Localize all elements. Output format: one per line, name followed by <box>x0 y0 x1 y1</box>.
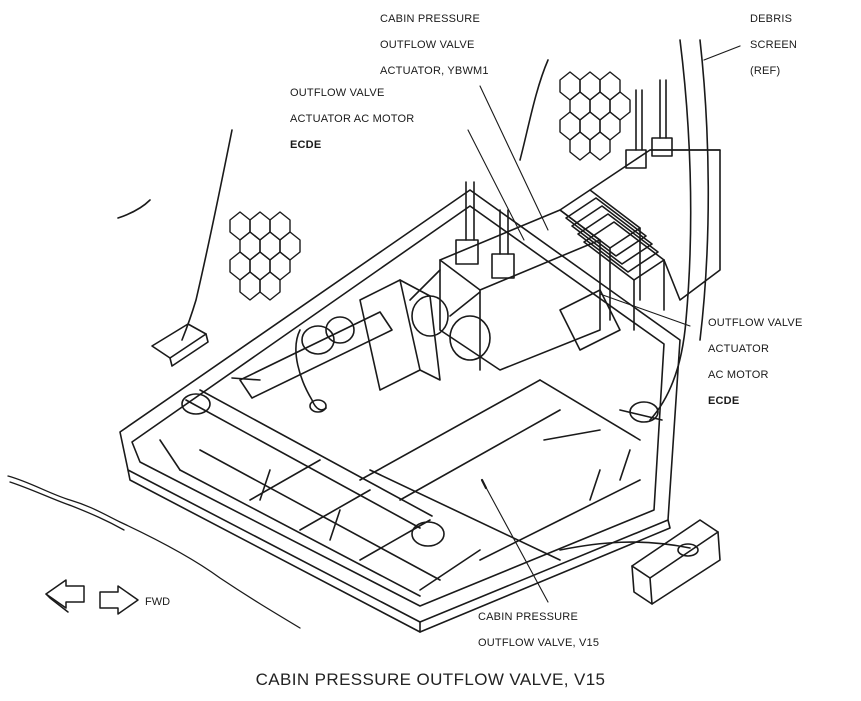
label-ac-motor-right: OUTFLOW VALVE ACTUATOR AC MOTOR ECDE <box>708 310 802 414</box>
label-actuator-ybwm1: CABIN PRESSURE OUTFLOW VALVE ACTUATOR, Y… <box>380 6 489 84</box>
right-bracket <box>559 519 721 605</box>
ac-motor-fins <box>559 189 665 331</box>
structure-wavy-line <box>7 475 301 629</box>
label-line: AC MOTOR <box>708 369 769 381</box>
label-line: SCREEN <box>750 39 798 51</box>
label-line: DEBRIS <box>750 13 793 25</box>
label-line: OUTFLOW VALVE <box>708 317 803 329</box>
label-line: ECDE <box>708 395 740 407</box>
leader-lines <box>467 85 691 603</box>
valve-base-plate <box>119 189 681 633</box>
figure-caption: CABIN PRESSURE OUTFLOW VALVE, V15 <box>255 670 606 689</box>
motor-block <box>589 79 721 301</box>
label-debris-screen: DEBRIS SCREEN (REF) <box>750 6 797 84</box>
label-line: OUTFLOW VALVE <box>380 39 475 51</box>
fwd-label: FWD <box>145 596 171 608</box>
label-line: OUTFLOW VALVE, V15 <box>478 637 600 649</box>
label-ac-motor-top: OUTFLOW VALVE ACTUATOR AC MOTOR ECDE <box>290 80 414 158</box>
label-line: ECDE <box>290 139 322 151</box>
label-line: ACTUATOR, YBWM1 <box>380 65 489 77</box>
label-line: (REF) <box>750 65 781 77</box>
fuselage-structure <box>117 39 741 421</box>
label-line: CABIN PRESSURE <box>478 611 578 623</box>
linkage-rods <box>181 377 663 547</box>
label-valve-v15: CABIN PRESSURE OUTFLOW VALVE, V15 <box>478 604 599 656</box>
fwd-arrows <box>45 579 139 615</box>
label-line: OUTFLOW VALVE <box>290 87 385 99</box>
honeycomb-screen-left <box>229 211 301 301</box>
honeycomb-screen-right <box>559 71 631 161</box>
left-bracket <box>151 323 209 367</box>
actuator-body <box>295 181 601 413</box>
label-line: CABIN PRESSURE <box>380 13 480 25</box>
label-line: ACTUATOR AC MOTOR <box>290 113 415 125</box>
label-line: ACTUATOR <box>708 343 770 355</box>
shaft-housings <box>239 279 621 399</box>
